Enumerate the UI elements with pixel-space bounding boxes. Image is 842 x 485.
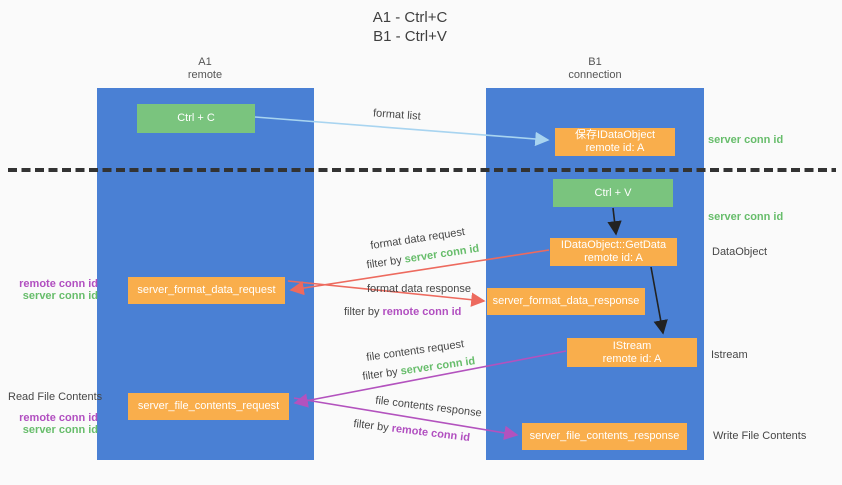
right-column-role: connection	[568, 69, 622, 81]
node-server-file-contents-request: server_file_contents_request	[128, 393, 289, 420]
label-filter-by-remote-conn-id-2: filter by remote conn id	[352, 417, 471, 445]
label-format-data-response: format data response	[367, 283, 471, 295]
node-server-format-data-request: server_format_data_request	[128, 277, 285, 304]
node-server-format-data-response: server_format_data_response	[487, 288, 645, 315]
label-dataobject: DataObject	[712, 246, 768, 258]
node-save-dataobject-label: 保存IDataObject remote id: A	[574, 129, 656, 154]
title-line-1: A1 - Ctrl+C	[372, 9, 448, 26]
label-read-file-contents: Read File Contents	[8, 391, 103, 403]
label-istream: Istream	[711, 349, 748, 361]
node-ctrl-c-label: Ctrl + C	[177, 112, 215, 124]
node-server-file-contents-response: server_file_contents_response	[522, 423, 687, 450]
label-write-file-contents: Write File Contents	[713, 430, 807, 442]
node-ctrl-v: Ctrl + V	[553, 179, 673, 207]
right-column-header: B1 connection	[535, 56, 655, 82]
node-server-file-contents-request-label: server_file_contents_request	[137, 400, 280, 412]
label-filter-by-remote-conn-id-1: filter by remote conn id	[344, 306, 462, 318]
node-ctrl-c: Ctrl + C	[137, 104, 255, 133]
left-column-header: A1 remote	[145, 56, 265, 82]
dotted-divider	[8, 168, 836, 172]
label-server-conn-id-mid-right: server conn id	[708, 211, 784, 223]
node-ctrl-v-label: Ctrl + V	[594, 186, 632, 199]
label-conn-ids-file: remote conn id server conn id	[19, 412, 98, 436]
node-getdata: IDataObject::GetData remote id: A	[550, 238, 677, 266]
label-conn-ids-format: remote conn id server conn id	[19, 278, 98, 302]
node-server-file-contents-response-label: server_file_contents_response	[529, 430, 680, 442]
node-server-format-data-request-label: server_format_data_request	[137, 284, 276, 296]
label-file-contents-response: file contents response	[374, 394, 483, 420]
left-column-role: remote	[187, 69, 223, 81]
left-column-name: A1	[198, 56, 212, 68]
diagram-title: A1 - Ctrl+C B1 - Ctrl+V	[290, 8, 530, 46]
node-istream: IStream remote id: A	[567, 338, 697, 367]
node-getdata-label: IDataObject::GetData remote id: A	[560, 239, 667, 264]
node-save-dataobject: 保存IDataObject remote id: A	[555, 128, 675, 156]
node-istream-label: IStream remote id: A	[602, 339, 662, 365]
node-server-format-data-response-label: server_format_data_response	[492, 295, 640, 307]
title-line-2: B1 - Ctrl+V	[373, 28, 447, 45]
label-server-conn-id-top-right: server conn id	[708, 134, 784, 146]
right-column-name: B1	[588, 56, 602, 68]
label-format-list: format list	[372, 107, 422, 123]
